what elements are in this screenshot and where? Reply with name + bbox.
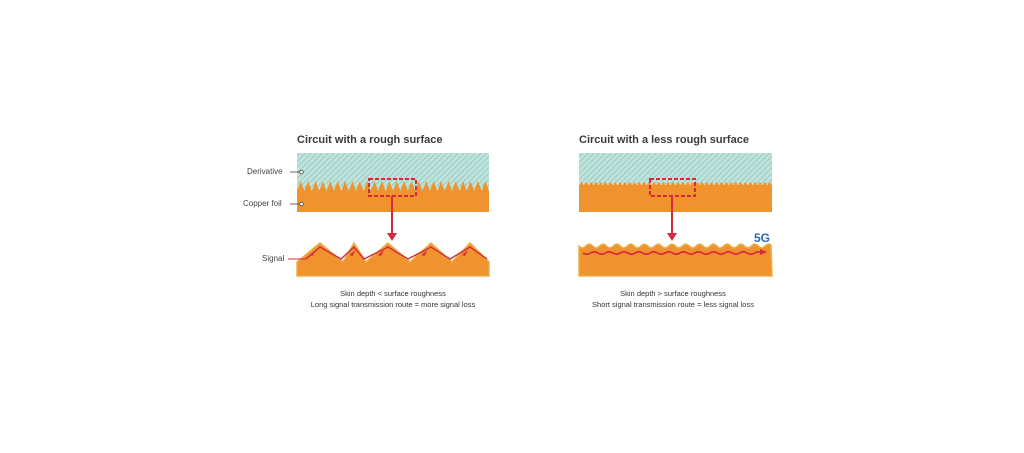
right-caption-line1: Skin depth > surface roughness	[620, 289, 726, 298]
left-signal-arrow-icon	[462, 250, 468, 256]
left-dielectric-layer	[297, 153, 489, 193]
signal-label: Signal	[262, 254, 285, 263]
left-panel-title: Circuit with a rough surface	[297, 134, 443, 146]
copper-foil-label: Copper foil	[243, 199, 282, 208]
right-zoomed-copper	[578, 243, 773, 277]
left-zoomed-copper	[296, 241, 490, 277]
right-laminate	[579, 153, 772, 212]
right-signal-arrow-head	[760, 249, 767, 255]
right-caption: Skin depth > surface roughness Short sig…	[573, 288, 773, 310]
left-signal-arrow-icon	[309, 250, 316, 256]
left-signal-line	[305, 245, 488, 260]
right-signal-path	[582, 250, 762, 256]
left-signal-arrow-icon	[421, 250, 428, 256]
right-caption-line2: Short signal transmission route = less s…	[592, 300, 754, 309]
left-leader-lines	[290, 169, 304, 207]
left-signal-arrow-icon	[349, 250, 356, 256]
left-caption: Skin depth < surface roughness Long sign…	[293, 288, 493, 310]
right-panel-title: Circuit with a less rough surface	[579, 134, 749, 146]
left-caption-line1: Skin depth < surface roughness	[340, 289, 446, 298]
left-signal-path	[305, 245, 488, 260]
right-zoom-arrow-head	[667, 233, 677, 241]
left-zoom-arrow-head	[387, 233, 397, 241]
tag-5g: 5G	[754, 231, 771, 245]
derivative-label: Derivative	[247, 167, 283, 176]
left-signal-arrow-icon	[378, 250, 384, 256]
left-caption-line2: Long signal transmission route = more si…	[310, 300, 476, 309]
